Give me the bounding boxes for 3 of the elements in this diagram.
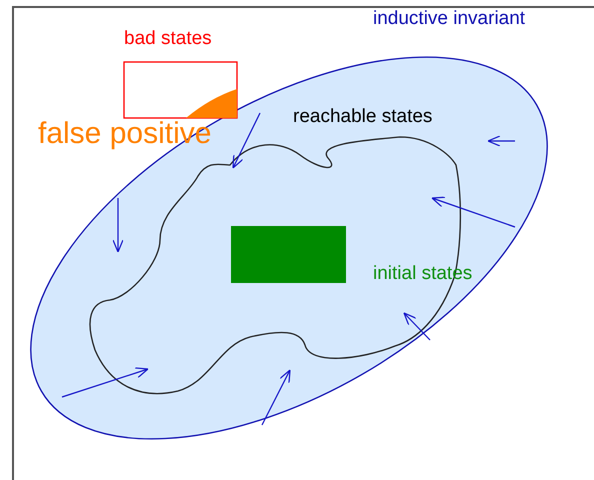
region-label: reachable states <box>293 107 432 126</box>
region-label: bad states <box>124 29 212 48</box>
region-label: inductive invariant <box>373 9 526 28</box>
